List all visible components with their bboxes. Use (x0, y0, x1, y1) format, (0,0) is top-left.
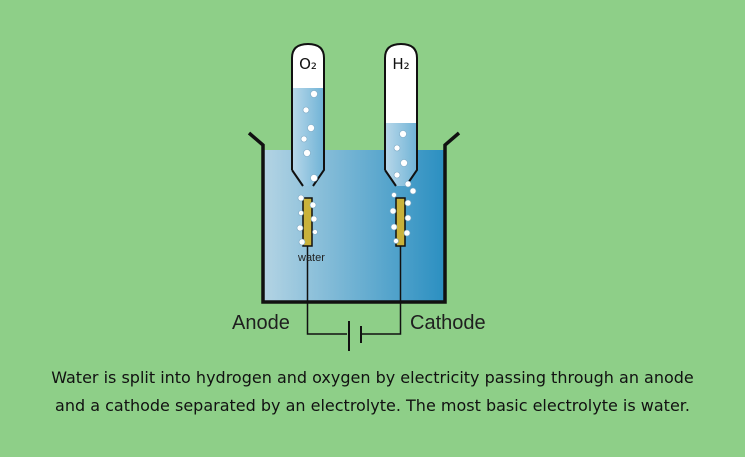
caption: Water is split into hydrogen and oxygen … (30, 364, 715, 420)
gas-bubbles (296, 90, 417, 246)
hydrogen-tube-label: H₂ (392, 55, 409, 73)
hydrogen-tube (384, 42, 418, 187)
caption-line: and a cathode separated by an electrolyt… (55, 396, 690, 415)
oxygen-tube-label: O₂ (299, 55, 317, 73)
battery-icon (348, 321, 362, 351)
beaker-outline (247, 131, 461, 304)
water-label: water (298, 252, 325, 264)
oxygen-tube (291, 42, 325, 187)
caption-line: Water is split into hydrogen and oxygen … (51, 368, 694, 387)
anode-label: Anode (232, 312, 290, 334)
beaker-water (263, 150, 445, 301)
circuit-wires (306, 246, 402, 335)
cathode-label: Cathode (410, 312, 486, 334)
